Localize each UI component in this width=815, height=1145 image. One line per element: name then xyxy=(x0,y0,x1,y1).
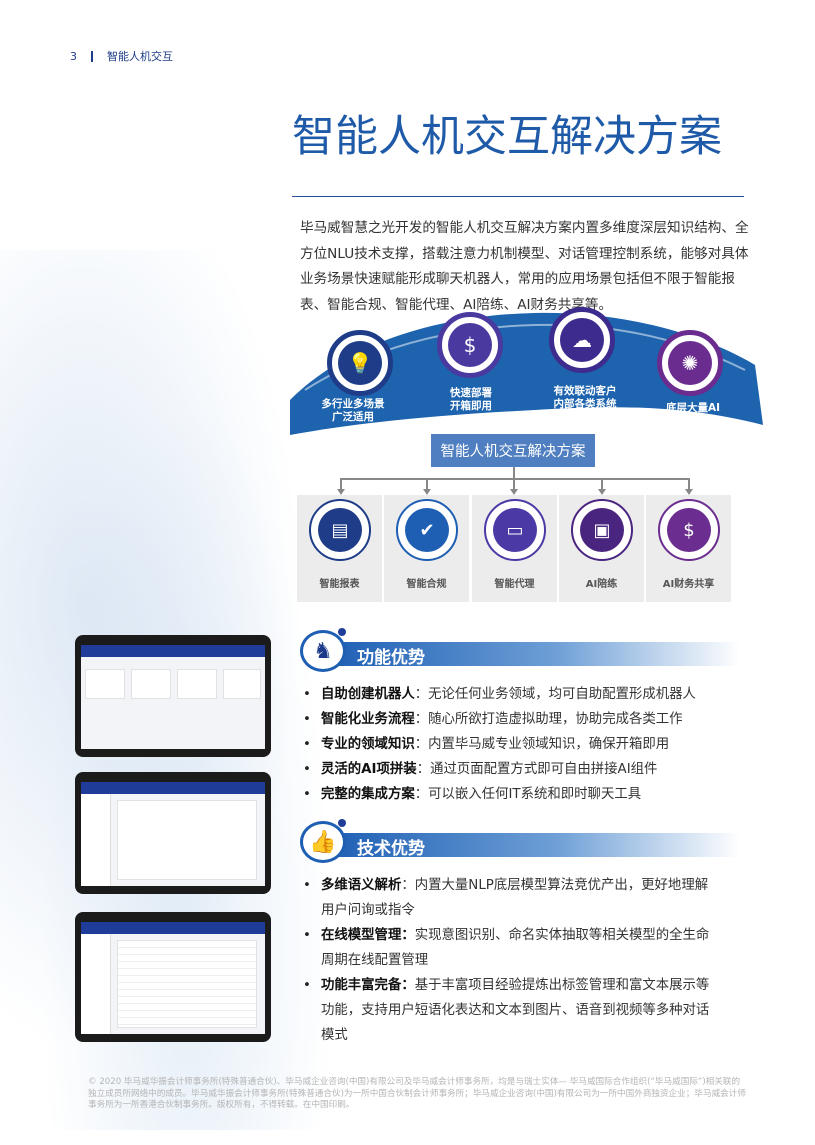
tablet-screenshot-3 xyxy=(75,912,271,1042)
network-hub-icon: ✺ xyxy=(668,341,712,385)
scenario-card: $ AI财务共享 xyxy=(646,495,731,602)
page-number: 3 xyxy=(70,49,77,63)
connector xyxy=(688,478,690,490)
cloud-database-icon: ☁ xyxy=(560,318,604,362)
tech-list: 多维语义解析：内置大量NLP底层模型算法竞优产出，更好地理解用户问询或指令 在线… xyxy=(303,873,718,1048)
scenario-label: 智能代理 xyxy=(494,579,535,590)
section-header-tech: 👍 技术优势 xyxy=(300,819,740,863)
list-item: 智能化业务流程：随心所欲打造虚拟助理，协助完成各类工作 xyxy=(303,707,723,732)
connector xyxy=(340,478,690,480)
feature-label-2: 快速部署开箱即用 xyxy=(450,387,492,412)
arrow-icon xyxy=(510,489,518,495)
feature-label-3: 有效联动客户内部各类系统 xyxy=(553,385,617,410)
section-header-features: ♞ 功能优势 xyxy=(300,628,740,672)
list-item: 完整的集成方案：可以嵌入任何IT系统和即时聊天工具 xyxy=(303,782,723,807)
feature-label-1: 多行业多场景广泛适用 xyxy=(321,398,385,423)
divider xyxy=(91,50,93,62)
compliance-check-icon: ✔ xyxy=(405,508,449,552)
arrow-icon xyxy=(598,489,606,495)
training-monitor-icon: ▣ xyxy=(580,508,624,552)
money-clock-icon: $ xyxy=(448,323,492,367)
scenario-label: 智能合规 xyxy=(406,579,447,590)
arrow-icon xyxy=(423,489,431,495)
arrow-icon xyxy=(337,489,345,495)
scenario-label: AI陪练 xyxy=(585,579,618,590)
scenario-card: ▭ 智能代理 xyxy=(472,495,557,602)
report-tablet-icon: ▤ xyxy=(318,508,362,552)
scenario-label: AI财务共享 xyxy=(662,579,715,590)
section-name: 智能人机交互 xyxy=(107,50,173,63)
tablet-screenshot-1 xyxy=(75,635,271,757)
section-title: 功能优势 xyxy=(357,648,425,668)
feature-circle-4: ✺ xyxy=(657,330,723,396)
page-header: 3 智能人机交互 xyxy=(70,48,173,64)
agent-monitor-icon: ▭ xyxy=(493,508,537,552)
finance-monitor-icon: $ xyxy=(667,508,711,552)
list-item: 功能丰富完备：基于丰富项目经验提炼出标签管理和富文本展示等功能，支持用户短语化表… xyxy=(303,973,718,1048)
section-title: 技术优势 xyxy=(357,839,425,859)
feature-list: 自助创建机器人：无论任何业务领域，均可自助配置形成机器人 智能化业务流程：随心所… xyxy=(303,682,723,807)
lightbulb-puzzle-icon: 💡 xyxy=(338,341,382,385)
scenario-card: ▤ 智能报表 xyxy=(297,495,382,602)
thumbs-up-icon: 👍 xyxy=(300,821,346,863)
tablet-screenshot-2 xyxy=(75,772,271,894)
arrow-icon xyxy=(685,489,693,495)
solution-box: 智能人机交互解决方案 xyxy=(431,434,595,467)
intro-paragraph: 毕马威智慧之光开发的智能人机交互解决方案内置多维度深层知识结构、全方位NLU技术… xyxy=(300,220,749,313)
list-item: 自助创建机器人：无论任何业务领域，均可自助配置形成机器人 xyxy=(303,682,723,707)
feature-circle-1: 💡 xyxy=(327,330,393,396)
list-item: 在线模型管理：实现意图识别、命名实体抽取等相关模型的全生命周期在线配置管理 xyxy=(303,923,718,973)
connector xyxy=(340,478,342,490)
title-rule xyxy=(292,196,744,197)
feature-circle-3: ☁ xyxy=(549,307,615,373)
scenario-label: 智能报表 xyxy=(319,579,360,590)
scenario-card: ✔ 智能合规 xyxy=(384,495,469,602)
list-item: 灵活的AI项拼装：通过页面配置方式即可自由拼接AI组件 xyxy=(303,757,723,782)
list-item: 专业的领域知识：内置毕马威专业领域知识，确保开箱即用 xyxy=(303,732,723,757)
copyright-footer: © 2020 毕马威华振会计师事务所(特殊普通合伙)、毕马威企业咨询(中国)有限… xyxy=(88,1077,746,1110)
chess-knight-icon: ♞ xyxy=(300,630,346,672)
connector xyxy=(513,478,515,490)
list-item: 多维语义解析：内置大量NLP底层模型算法竞优产出，更好地理解用户问询或指令 xyxy=(303,873,718,923)
connector xyxy=(601,478,603,490)
feature-circle-2: $ xyxy=(437,312,503,378)
scenario-card: ▣ AI陪练 xyxy=(559,495,644,602)
page-title: 智能人机交互解决方案 xyxy=(292,112,722,162)
connector xyxy=(426,478,428,490)
